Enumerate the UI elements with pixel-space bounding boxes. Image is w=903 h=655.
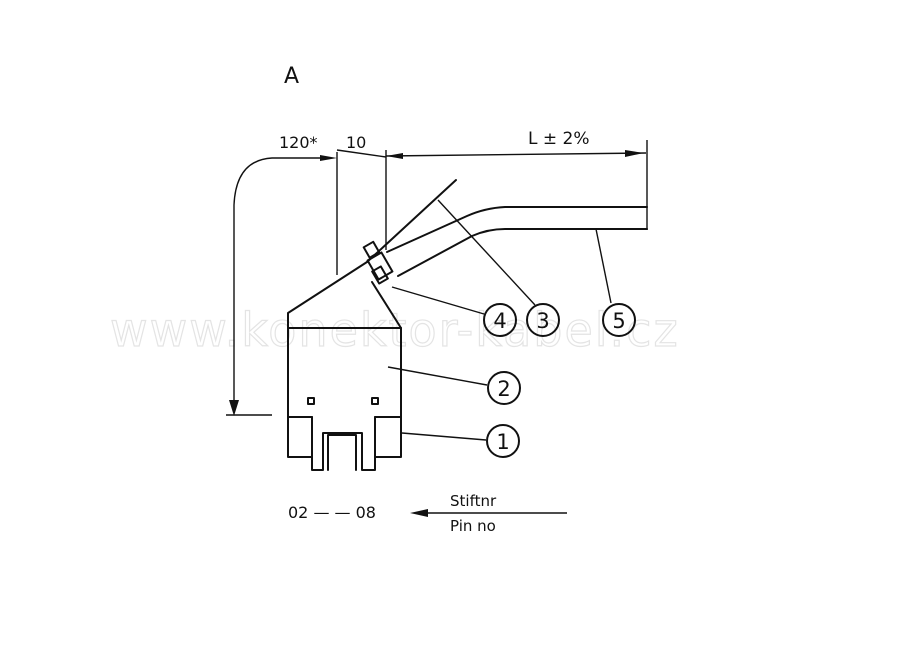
pin-arrow-head	[410, 509, 428, 517]
callout-4: 4	[483, 303, 517, 337]
leader-lines	[387, 199, 612, 441]
dimension-lines	[226, 140, 648, 416]
svg-text:5: 5	[612, 309, 625, 333]
callout-3: 3	[526, 303, 560, 337]
pin-label-en: Pin no	[450, 517, 496, 535]
pin-label-de: Stiftnr	[450, 492, 497, 510]
callout-5: 5	[602, 303, 636, 337]
svg-text:2: 2	[497, 377, 510, 401]
connector-body	[287, 240, 402, 471]
svg-text:1: 1	[496, 430, 509, 454]
pin-range: 02 — — 08	[288, 503, 376, 522]
callout-1: 1	[486, 424, 520, 458]
dimension-120: 120*	[279, 133, 318, 152]
dimension-length: L ± 2%	[528, 129, 590, 149]
callout-2: 2	[487, 371, 521, 405]
dimension-10: 10	[346, 133, 366, 152]
svg-text:4: 4	[493, 309, 506, 333]
watermark: www.konektor-kabel.cz	[110, 303, 680, 357]
cable	[366, 179, 648, 277]
svg-text:3: 3	[536, 309, 549, 333]
view-label: A	[284, 64, 299, 89]
